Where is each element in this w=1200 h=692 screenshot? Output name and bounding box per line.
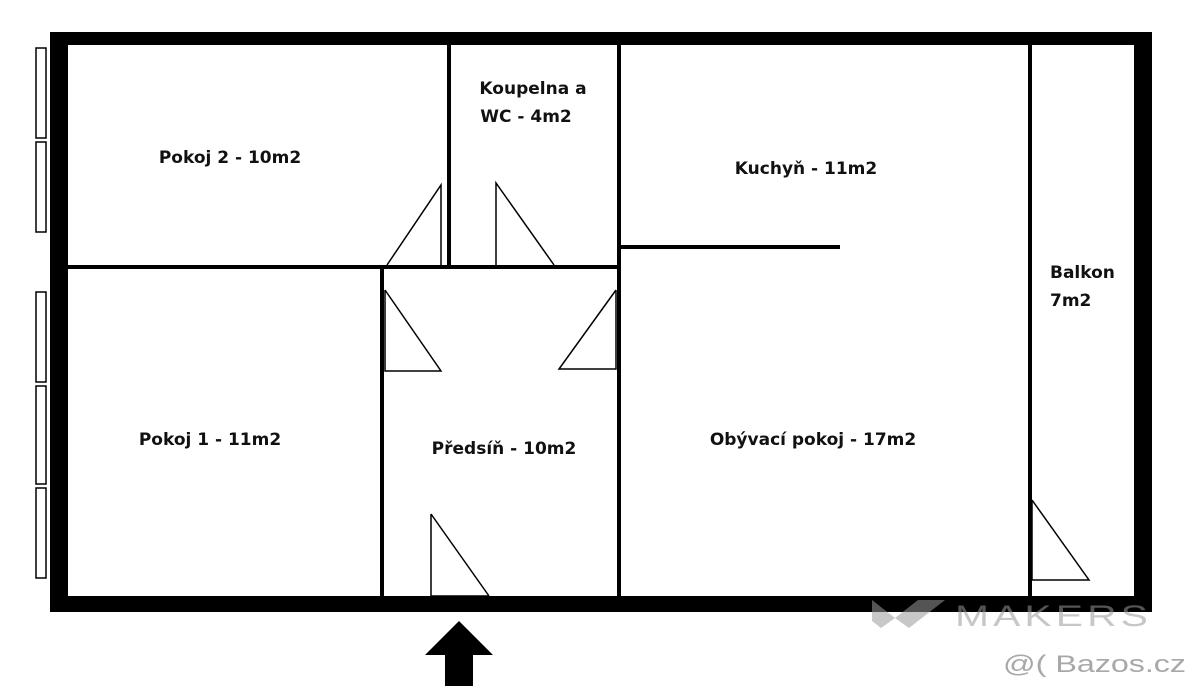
door-swing <box>495 180 555 266</box>
makers-watermark: MAKERS <box>872 600 1152 633</box>
door-swing <box>557 289 617 370</box>
makers-watermark-text: MAKERS <box>955 600 1152 633</box>
wall-right <box>1134 32 1152 612</box>
wall-top <box>50 32 1152 45</box>
label-kuchyn: Kuchyň - 11m2 <box>735 159 877 179</box>
door-swing <box>386 182 442 266</box>
door-swing <box>1031 499 1091 581</box>
label-obyvaci-pokoj: Obývací pokoj - 17m2 <box>710 430 916 450</box>
windows <box>35 47 47 579</box>
window <box>35 487 47 579</box>
window <box>35 385 47 485</box>
label-balkon-line2: 7m2 <box>1050 291 1091 311</box>
door-swing-edge <box>430 513 490 597</box>
interior-walls <box>66 43 1032 598</box>
label-balkon-line1: Balkon <box>1050 263 1115 283</box>
window <box>35 141 47 233</box>
label-koupelna-line1: Koupelna a <box>479 79 586 99</box>
door-swing <box>384 289 443 372</box>
doors <box>384 180 1091 597</box>
outer-walls <box>50 32 1152 612</box>
room-labels: Pokoj 2 - 10m2 Koupelna a WC - 4m2 Kuchy… <box>139 79 1115 459</box>
wall-left <box>50 32 68 612</box>
label-predsin: Předsíň - 10m2 <box>432 439 577 459</box>
label-pokoj-1: Pokoj 1 - 11m2 <box>139 430 281 450</box>
entrance-arrow-icon <box>425 621 493 686</box>
window <box>35 291 47 383</box>
label-pokoj-2: Pokoj 2 - 10m2 <box>159 148 301 168</box>
door-swing <box>430 514 489 597</box>
bazos-watermark: @( Bazos.cz <box>1003 651 1186 678</box>
makers-logo-icon <box>872 600 945 628</box>
label-koupelna-line2: WC - 4m2 <box>480 107 572 127</box>
window <box>35 47 47 139</box>
